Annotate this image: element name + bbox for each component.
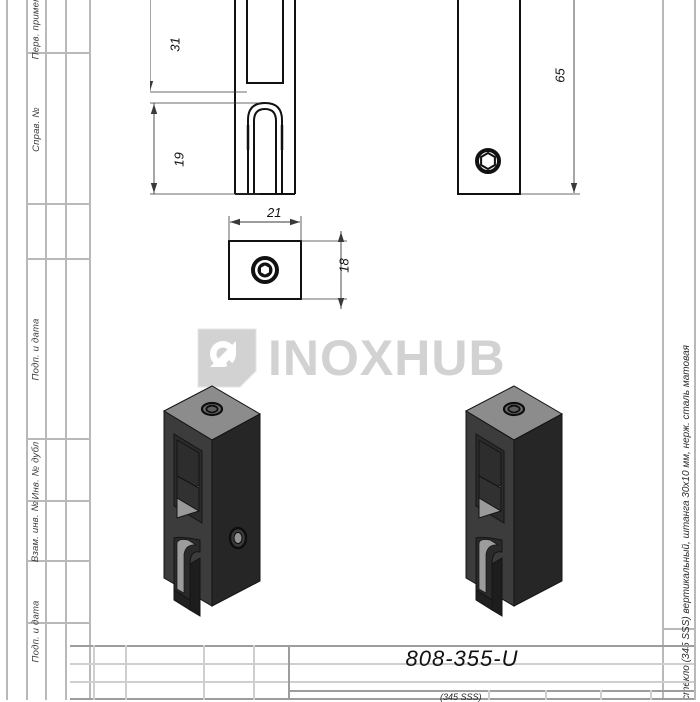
isometric-view-left [150,378,320,623]
left-band-sep-2 [26,203,89,205]
front-section-view [150,0,350,205]
frame-left-col1 [26,0,28,700]
watermark-brand: INOXHUB [268,330,506,386]
title-block-row-1 [70,663,694,665]
left-band-sep-5 [26,500,89,502]
spec-text: стекло (345 SSS) вертикальный, штанга 30… [681,345,692,700]
dimension-31: 31 [167,37,183,52]
margin-label-podp-data-1: Подп. и дата [26,261,46,438]
title-block-top-border [70,645,694,647]
frame-left-outer [6,0,8,700]
isometric-view-right [452,378,622,623]
hex-socket-screw-top [251,256,279,284]
margin-label-inv-no-dubl: Инв. № дубл [26,440,46,500]
dimension-21: 21 [267,205,282,220]
frame-right-inner [662,0,664,700]
title-block-row-3 [70,698,694,700]
margin-label-text: Подп. и дата [30,318,42,381]
left-band-sep-7 [26,622,89,624]
tb-col-3 [203,645,205,700]
frame-right-sep [662,628,694,630]
margin-label-vzam-inv-no: Взам. инв. № [26,500,46,562]
tb-col-4 [253,645,255,700]
tb-right-col-1 [488,690,490,700]
frame-right-outer [694,0,696,700]
margin-label-text: Перв. примен. [30,0,42,59]
dimension-65: 65 [552,68,568,83]
tb-right-col-3 [600,690,602,700]
top-view [205,200,385,320]
margin-label-podp-data-2: Подп. и дата [26,562,46,700]
left-band-sep-6 [26,560,89,562]
hex-socket-screw-iso-left-side [228,526,248,550]
left-band-sep-4 [26,438,89,440]
tb-right-col-4 [650,690,652,700]
margin-label-sprav-no: Справ. № [26,55,46,203]
tb-col-1 [93,645,95,700]
margin-label-perv-primen: Перв. примен. [26,0,46,59]
tb-col-5 [288,645,290,700]
tb-number-cell-bottom [288,690,694,692]
margin-label-text: Подп. и дата [30,600,42,662]
hex-socket-screw-iso-left [200,401,224,417]
hex-socket-screw-iso-right [502,401,526,417]
frame-left-col3 [65,0,67,700]
margin-label-text: Инв. № дубл [30,441,42,499]
title-block-row-2 [70,681,694,683]
dimension-19: 19 [171,152,187,167]
title-block-note: (345 SSS) [440,692,482,702]
tb-col-2 [125,645,127,700]
frame-left-col2 [45,0,47,700]
margin-label-text: Справ. № [30,106,42,152]
tb-right-col-2 [545,690,547,700]
margin-label-text: Взам. инв. № [30,500,42,562]
left-band-sep-3 [26,258,89,260]
left-band-sep-1 [26,52,89,54]
side-view [440,0,620,205]
drawing-number: 808-355-U [405,646,519,671]
dimension-18: 18 [336,258,352,273]
frame-inner-left [89,0,91,700]
hex-socket-screw-side [475,148,501,174]
